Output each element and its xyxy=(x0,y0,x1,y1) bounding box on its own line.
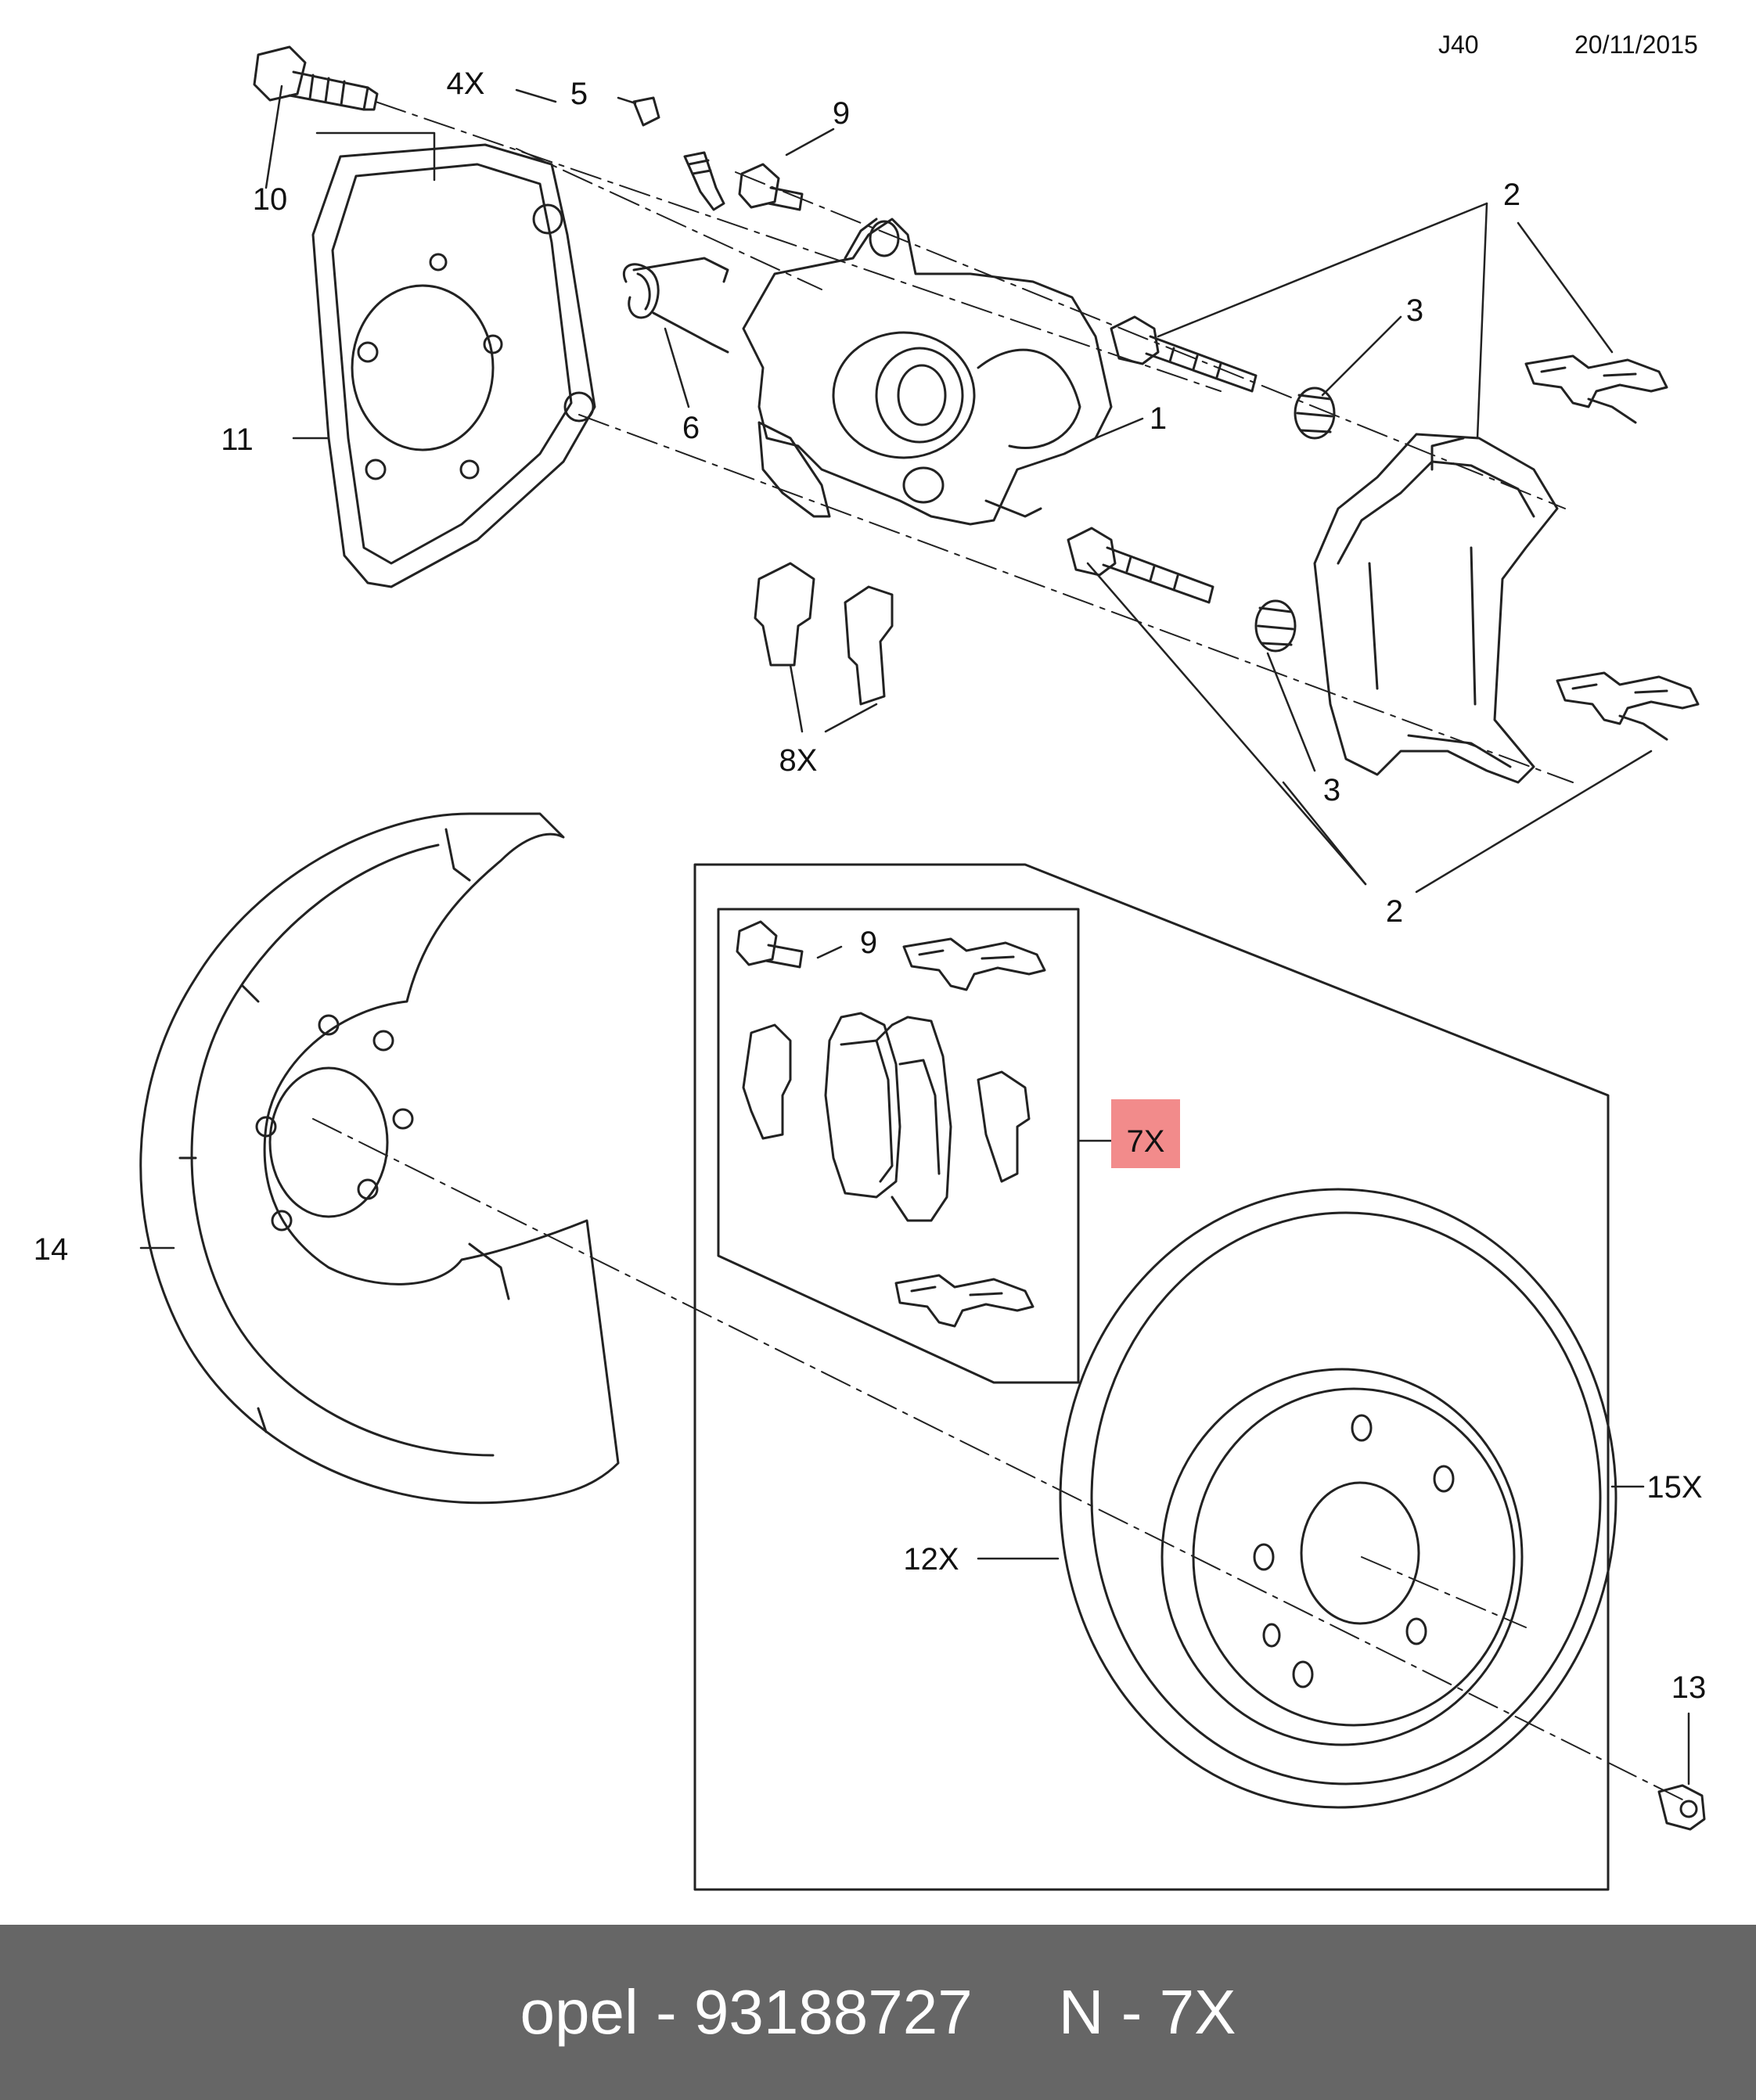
exploded-brake-diagram: J40 20/11/2015 10 4X 5 9 2 3 1 11 6 8X 3… xyxy=(34,31,1707,1891)
axis-lines xyxy=(312,101,1683,1800)
footer-part-number: 93188727 xyxy=(693,1977,973,2047)
dust-shield-14 xyxy=(139,812,620,1505)
brake-rotor-12 xyxy=(1059,1188,1617,1809)
footer-separator-2: - xyxy=(1121,1977,1142,2047)
shims-8 xyxy=(754,562,894,706)
guide-bolt-9-top xyxy=(738,163,804,211)
boot-3-upper xyxy=(1294,387,1336,440)
callout-8x: 8X xyxy=(779,743,818,778)
bleeder-5 xyxy=(632,96,725,211)
callout-9-top: 9 xyxy=(833,96,850,131)
callout-4x: 4X xyxy=(447,67,485,101)
callout-5: 5 xyxy=(570,77,588,111)
guide-bolt-9-kit xyxy=(736,920,804,969)
spring-6 xyxy=(622,257,729,354)
callout-9-kit: 9 xyxy=(860,926,877,960)
pad-kit-box-7 xyxy=(717,908,1080,1384)
callout-2-top: 2 xyxy=(1503,178,1520,212)
highlight-box-7x xyxy=(1111,1099,1180,1168)
callout-2-bottom: 2 xyxy=(1386,894,1403,929)
caliper-carrier-2 xyxy=(1313,433,1559,784)
callout-1: 1 xyxy=(1150,401,1167,436)
clip-set-top-right xyxy=(1524,354,1668,424)
callout-14: 14 xyxy=(34,1232,69,1267)
brake-pads-7 xyxy=(742,1012,1031,1222)
leader-lines xyxy=(139,85,1690,1785)
clip-set-kit-bottom xyxy=(894,1274,1035,1328)
header-date: 20/11/2015 xyxy=(1574,31,1698,59)
backing-plate-11 xyxy=(311,143,596,588)
header-code: J40 xyxy=(1438,31,1479,59)
callout-15x: 15X xyxy=(1646,1470,1702,1505)
screw-13 xyxy=(1657,1784,1706,1831)
caliper-1 xyxy=(742,218,1113,526)
footer-ref-n: N xyxy=(1058,1977,1104,2047)
callout-7x: 7X xyxy=(1127,1124,1165,1159)
callout-13: 13 xyxy=(1671,1670,1707,1705)
clip-set-lower-right xyxy=(1556,671,1700,741)
bolt-10 xyxy=(253,45,379,111)
part-number-footer: opel - 93188727 N - 7X xyxy=(0,1925,1756,2100)
callout-12x: 12X xyxy=(903,1542,959,1577)
footer-ref-x: 7X xyxy=(1159,1977,1236,2047)
callout-3-bottom: 3 xyxy=(1323,773,1340,807)
callout-10: 10 xyxy=(253,182,288,217)
kit-outline-15 xyxy=(693,863,1610,1891)
guide-pin-2-lower xyxy=(1067,527,1214,604)
footer-brand: opel xyxy=(520,1977,639,2047)
callout-3-top: 3 xyxy=(1406,293,1423,328)
callout-11: 11 xyxy=(221,423,254,457)
callout-6: 6 xyxy=(682,411,700,445)
clip-set-kit-top xyxy=(902,937,1046,991)
boot-3-lower xyxy=(1254,599,1297,653)
footer-separator-1: - xyxy=(655,1977,677,2047)
